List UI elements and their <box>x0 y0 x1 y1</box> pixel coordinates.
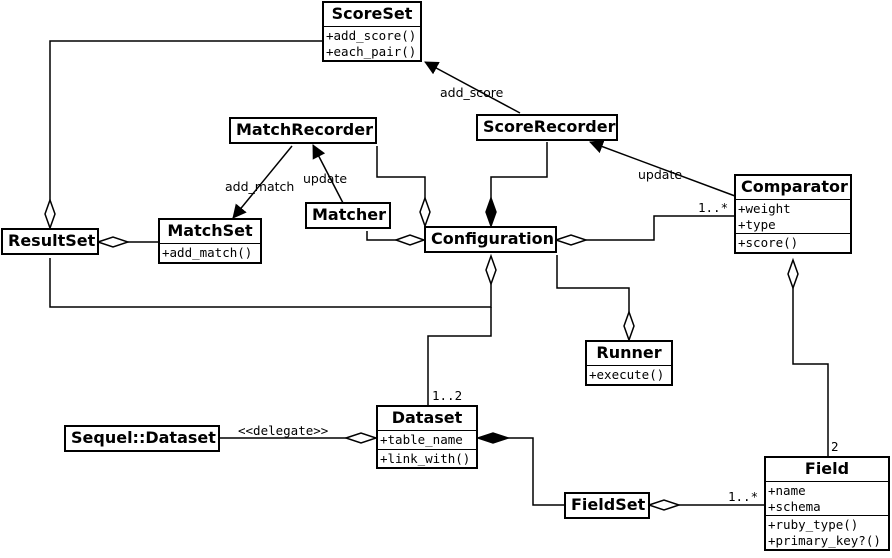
class-resultset[interactable]: ResultSet <box>1 228 99 255</box>
label-fieldset-multiplicity: 1..* <box>728 489 759 504</box>
class-matchset[interactable]: MatchSet +add_match() <box>158 218 262 264</box>
line-configuration-comparator <box>586 215 735 241</box>
class-configuration[interactable]: Configuration <box>424 226 557 253</box>
line-matchrecorder-configuration <box>376 146 426 198</box>
class-name: Field <box>804 459 850 478</box>
attribute: +table_name <box>380 432 463 447</box>
attribute: +name <box>768 483 806 498</box>
class-fieldset[interactable]: FieldSet <box>564 492 650 519</box>
line-resultset-configuration <box>49 258 492 308</box>
class-name: FieldSet <box>571 495 646 514</box>
label-dataset-multiplicity: 1..2 <box>432 388 463 403</box>
line-scoreset-resultset <box>49 40 322 200</box>
class-name: Configuration <box>431 229 555 248</box>
aggregation-diamond-runner-top <box>623 309 635 343</box>
aggregation-diamond-configuration-top-left <box>419 195 431 229</box>
aggregation-diamond-dataset-left <box>343 432 379 444</box>
attribute: +schema <box>768 498 821 514</box>
class-name: Runner <box>596 343 662 362</box>
class-name: ScoreRecorder <box>483 117 616 136</box>
method: +score() <box>738 235 799 250</box>
class-comparator[interactable]: Comparator +weight +type +score() <box>734 174 852 254</box>
arrow-scorerecorder-scoreset <box>424 61 521 114</box>
methods-section: +link_with() <box>378 448 476 468</box>
method: +link_with() <box>380 450 471 466</box>
method: +execute() <box>589 367 665 382</box>
class-runner[interactable]: Runner +execute() <box>585 340 673 386</box>
methods-section: +add_match() <box>160 243 260 262</box>
composition-diamond-dataset-right <box>475 432 511 444</box>
line-scorerecorder-configuration <box>490 142 548 198</box>
class-name: Matcher <box>312 205 386 224</box>
attributes-section: +table_name <box>378 430 476 449</box>
line-dataset-fieldset <box>508 437 565 506</box>
arrow-matchrecorder-matchset <box>232 145 293 219</box>
class-scorerecorder[interactable]: ScoreRecorder <box>476 114 618 141</box>
arrow-comparator-scorerecorder <box>589 139 736 197</box>
label-comparator-multiplicity: 1..* <box>698 200 729 215</box>
attribute: +weight <box>738 201 791 216</box>
class-dataset[interactable]: Dataset +table_name +link_with() <box>376 405 478 469</box>
aggregation-diamond-resultset-right <box>95 236 131 248</box>
aggregation-diamond-configuration-right <box>553 234 589 246</box>
aggregation-diamond-comparator-bottom <box>787 257 799 291</box>
methods-section: +ruby_type() +primary_key?() <box>766 515 888 549</box>
methods-section: +execute() <box>587 365 671 384</box>
aggregation-diamond-resultset-top <box>44 197 56 231</box>
methods-section: +add_score() +each_pair() <box>324 26 420 60</box>
attribute: +type <box>738 216 776 232</box>
arrow-matcher-matchrecorder <box>312 144 344 204</box>
attributes-section: +name +schema <box>766 481 888 515</box>
line-configuration-runner <box>556 255 630 312</box>
methods-section: +score() <box>736 233 850 252</box>
aggregation-diamond-configuration-bottom <box>485 253 497 287</box>
line-matcher-configuration <box>366 231 396 241</box>
method: +add_score() <box>326 28 417 43</box>
aggregation-diamond-fieldset-right <box>646 499 682 511</box>
composition-diamond-configuration-top <box>485 195 497 229</box>
attributes-section: +weight +type <box>736 199 850 233</box>
class-name: Comparator <box>741 177 848 196</box>
class-name: ResultSet <box>8 231 96 250</box>
class-scoreset[interactable]: ScoreSet +add_score() +each_pair() <box>322 1 422 62</box>
class-field[interactable]: Field +name +schema +ruby_type() +primar… <box>764 456 890 551</box>
label-add-match: add_match <box>225 179 295 194</box>
line-comparator-field <box>792 288 829 457</box>
label-add-score: add_score <box>440 85 504 100</box>
label-update-matcher: update <box>303 171 348 186</box>
line-dataset-configuration <box>427 307 492 405</box>
class-name: Sequel::Dataset <box>71 428 216 447</box>
class-sequel-dataset[interactable]: Sequel::Dataset <box>64 425 220 452</box>
class-name: Dataset <box>391 408 463 427</box>
method: +add_match() <box>162 245 253 260</box>
label-update-comparator: update <box>638 167 683 182</box>
label-field-multiplicity: 2 <box>831 439 839 454</box>
aggregation-diamond-configuration-left <box>393 234 427 246</box>
method: +ruby_type() <box>768 517 859 532</box>
class-name: MatchRecorder <box>236 120 373 139</box>
class-name: ScoreSet <box>331 4 413 23</box>
method: +each_pair() <box>326 43 417 59</box>
label-delegate: <<delegate>> <box>238 423 329 438</box>
class-matchrecorder[interactable]: MatchRecorder <box>229 117 377 144</box>
class-name: MatchSet <box>167 221 253 240</box>
class-matcher[interactable]: Matcher <box>305 202 391 229</box>
method: +primary_key?() <box>768 532 881 548</box>
